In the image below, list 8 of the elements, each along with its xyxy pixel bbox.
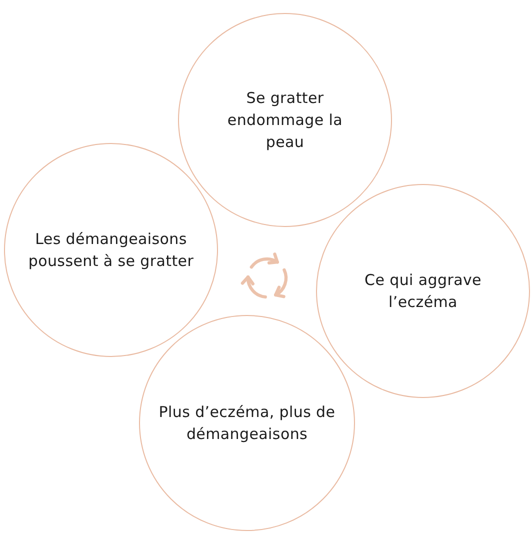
node-text: Les démangeaisons poussent à se gratter: [27, 229, 195, 272]
step-circle: [139, 315, 355, 531]
node-text: Se gratter endommage la peau: [226, 88, 344, 153]
node-text: Plus d’eczéma, plus de démangeaisons: [158, 402, 336, 445]
step-circle: [4, 143, 218, 357]
node-text: Ce qui aggrave l’eczéma: [364, 270, 482, 313]
step-circle: [178, 13, 392, 227]
step-circle: [316, 184, 530, 398]
